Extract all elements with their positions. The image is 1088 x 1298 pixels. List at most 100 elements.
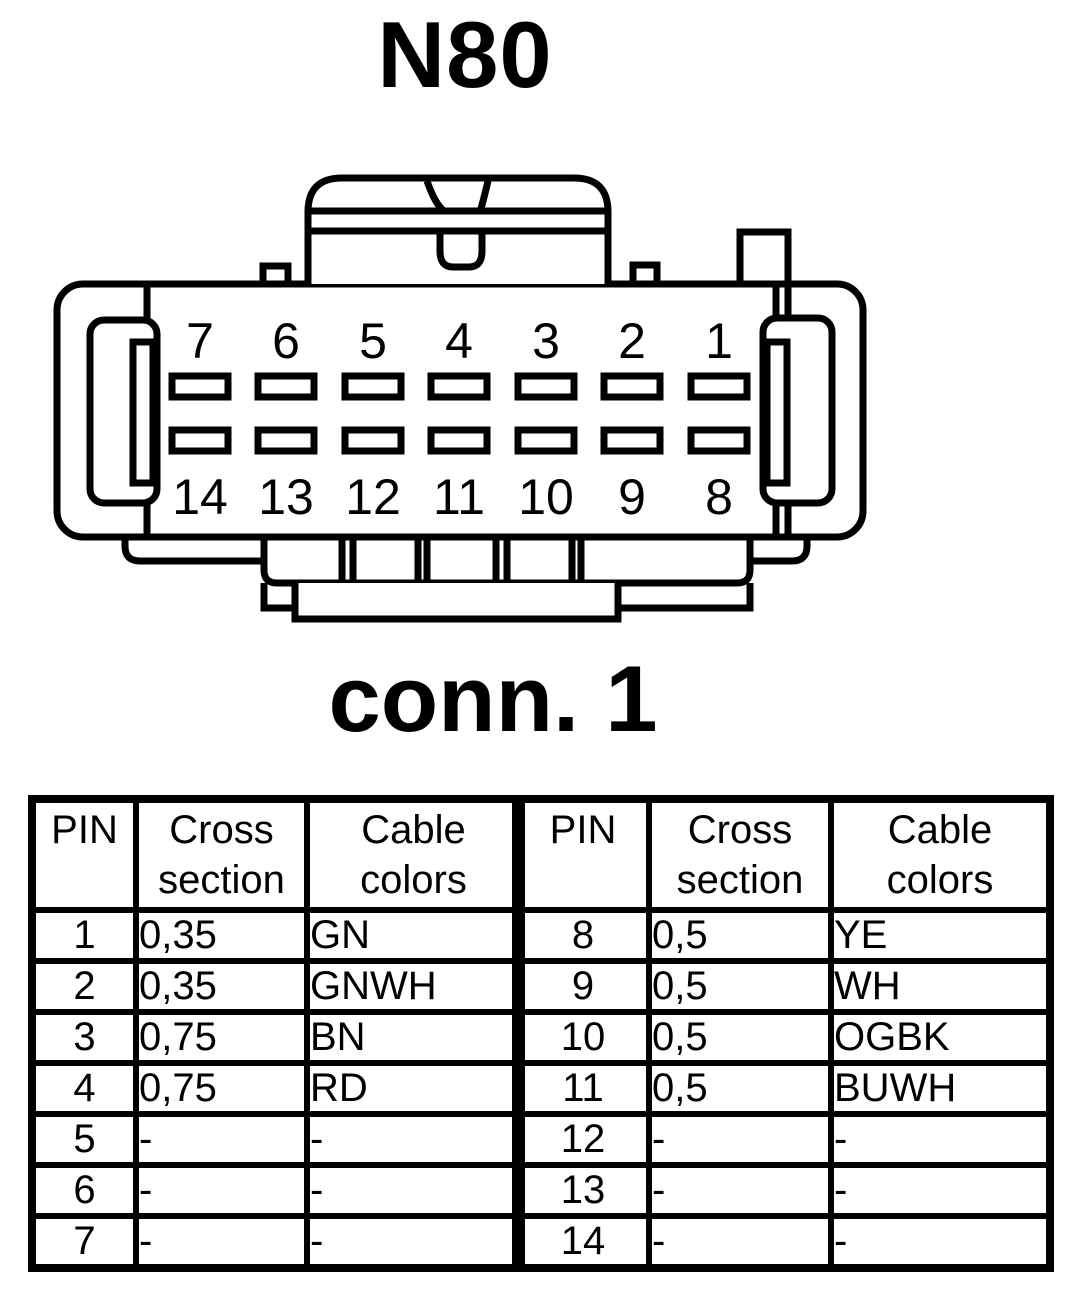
column-header-pin: PIN xyxy=(29,796,139,913)
value-cell: 0,75 xyxy=(133,1009,310,1066)
value-cell: WH xyxy=(828,958,1053,1015)
value-cell: - xyxy=(828,1162,1053,1219)
column-header-cross-section: Cross section xyxy=(133,796,310,913)
side-slot-right-inner xyxy=(763,338,791,487)
pin-number: 13 xyxy=(258,469,314,525)
latch-key-curves xyxy=(423,179,492,214)
pin-number: 9 xyxy=(618,469,646,525)
latch-pocket xyxy=(436,231,486,271)
column-header-cable-colors: Cable colors xyxy=(828,796,1053,913)
column-header-cross-section: Cross section xyxy=(646,796,834,913)
pin-cell: 5 xyxy=(29,1111,139,1168)
value-cell: - xyxy=(133,1213,310,1271)
table-row: 5-- xyxy=(29,1111,524,1168)
pin-hole xyxy=(514,372,578,401)
value-cell: - xyxy=(828,1111,1053,1168)
table-row: 6-- xyxy=(29,1162,524,1219)
pin-cell: 13 xyxy=(513,1162,652,1219)
table-row: 12-- xyxy=(513,1111,1053,1168)
top-bump-left xyxy=(259,262,292,288)
pin-number: 11 xyxy=(433,469,485,525)
value-cell: GN xyxy=(304,907,524,964)
table-row: 7-- xyxy=(29,1213,524,1271)
value-cell: - xyxy=(304,1162,524,1219)
value-cell: 0,5 xyxy=(646,907,834,964)
pin-cell: 12 xyxy=(513,1111,652,1168)
pin-hole xyxy=(254,372,318,401)
column-header-pin: PIN xyxy=(513,796,652,913)
bottom-ribs xyxy=(338,537,585,583)
pin-cell: 10 xyxy=(513,1009,652,1066)
pin-number: 5 xyxy=(359,313,387,369)
pin-hole xyxy=(687,372,751,401)
pin-cell: 14 xyxy=(513,1213,652,1271)
value-cell: - xyxy=(646,1111,834,1168)
value-cell: 0,5 xyxy=(646,1060,834,1117)
value-cell: - xyxy=(304,1111,524,1168)
pin-hole xyxy=(427,426,491,455)
bottom-right-step xyxy=(618,583,754,612)
pin-number: 2 xyxy=(618,313,646,369)
pin-number: 6 xyxy=(272,313,300,369)
value-cell: - xyxy=(646,1213,834,1271)
side-slot-left-inner xyxy=(129,338,157,487)
value-cell: 0,5 xyxy=(646,958,834,1015)
pin-hole xyxy=(341,426,405,455)
table-header-row: PIN Cross section Cable colors xyxy=(513,796,1053,913)
table-row: 14-- xyxy=(513,1213,1053,1271)
pin-hole xyxy=(341,372,405,401)
bottom-lower-block xyxy=(291,583,622,623)
pin-hole xyxy=(600,426,664,455)
value-cell: - xyxy=(133,1111,310,1168)
column-header-cable-colors: Cable colors xyxy=(304,796,524,913)
value-cell: RD xyxy=(304,1060,524,1117)
value-cell: 0,75 xyxy=(133,1060,310,1117)
pin-cell: 6 xyxy=(29,1162,139,1219)
top-tab-right xyxy=(736,228,792,288)
pin-hole xyxy=(687,426,751,455)
pin-cell: 8 xyxy=(513,907,652,964)
connector-label: conn. 1 xyxy=(328,646,658,751)
pin-number: 8 xyxy=(705,469,733,525)
value-cell: - xyxy=(828,1213,1053,1271)
value-cell: - xyxy=(133,1162,310,1219)
latch-lines xyxy=(308,207,608,235)
value-cell: BUWH xyxy=(828,1060,1053,1117)
pin-cell: 7 xyxy=(29,1213,139,1271)
pin-cell: 1 xyxy=(29,907,139,964)
pin-hole xyxy=(168,426,232,455)
value-cell: - xyxy=(304,1213,524,1271)
pin-hole xyxy=(254,426,318,455)
pin-hole xyxy=(427,372,491,401)
pin-cell: 9 xyxy=(513,958,652,1015)
pin-cell: 3 xyxy=(29,1009,139,1066)
pin-number: 14 xyxy=(172,469,228,525)
pin-number: 3 xyxy=(532,313,560,369)
value-cell: GNWH xyxy=(304,958,524,1015)
pin-number: 10 xyxy=(518,469,574,525)
bottom-left-step xyxy=(260,583,295,612)
table-header-row: PIN Cross section Cable colors xyxy=(29,796,524,913)
value-cell: - xyxy=(646,1162,834,1219)
value-cell: OGBK xyxy=(828,1009,1053,1066)
pin-number: 1 xyxy=(705,313,733,369)
value-cell: 0,5 xyxy=(646,1009,834,1066)
pin-hole xyxy=(514,426,578,455)
table-row: 13-- xyxy=(513,1162,1053,1219)
value-cell: 0,35 xyxy=(133,907,310,964)
top-bump-right xyxy=(629,261,661,288)
pin-number: 4 xyxy=(445,313,473,369)
pin-number: 12 xyxy=(345,469,401,525)
value-cell: YE xyxy=(828,907,1053,964)
pin-cell: 2 xyxy=(29,958,139,1015)
pin-hole xyxy=(168,372,232,401)
pin-cell: 11 xyxy=(513,1060,652,1117)
